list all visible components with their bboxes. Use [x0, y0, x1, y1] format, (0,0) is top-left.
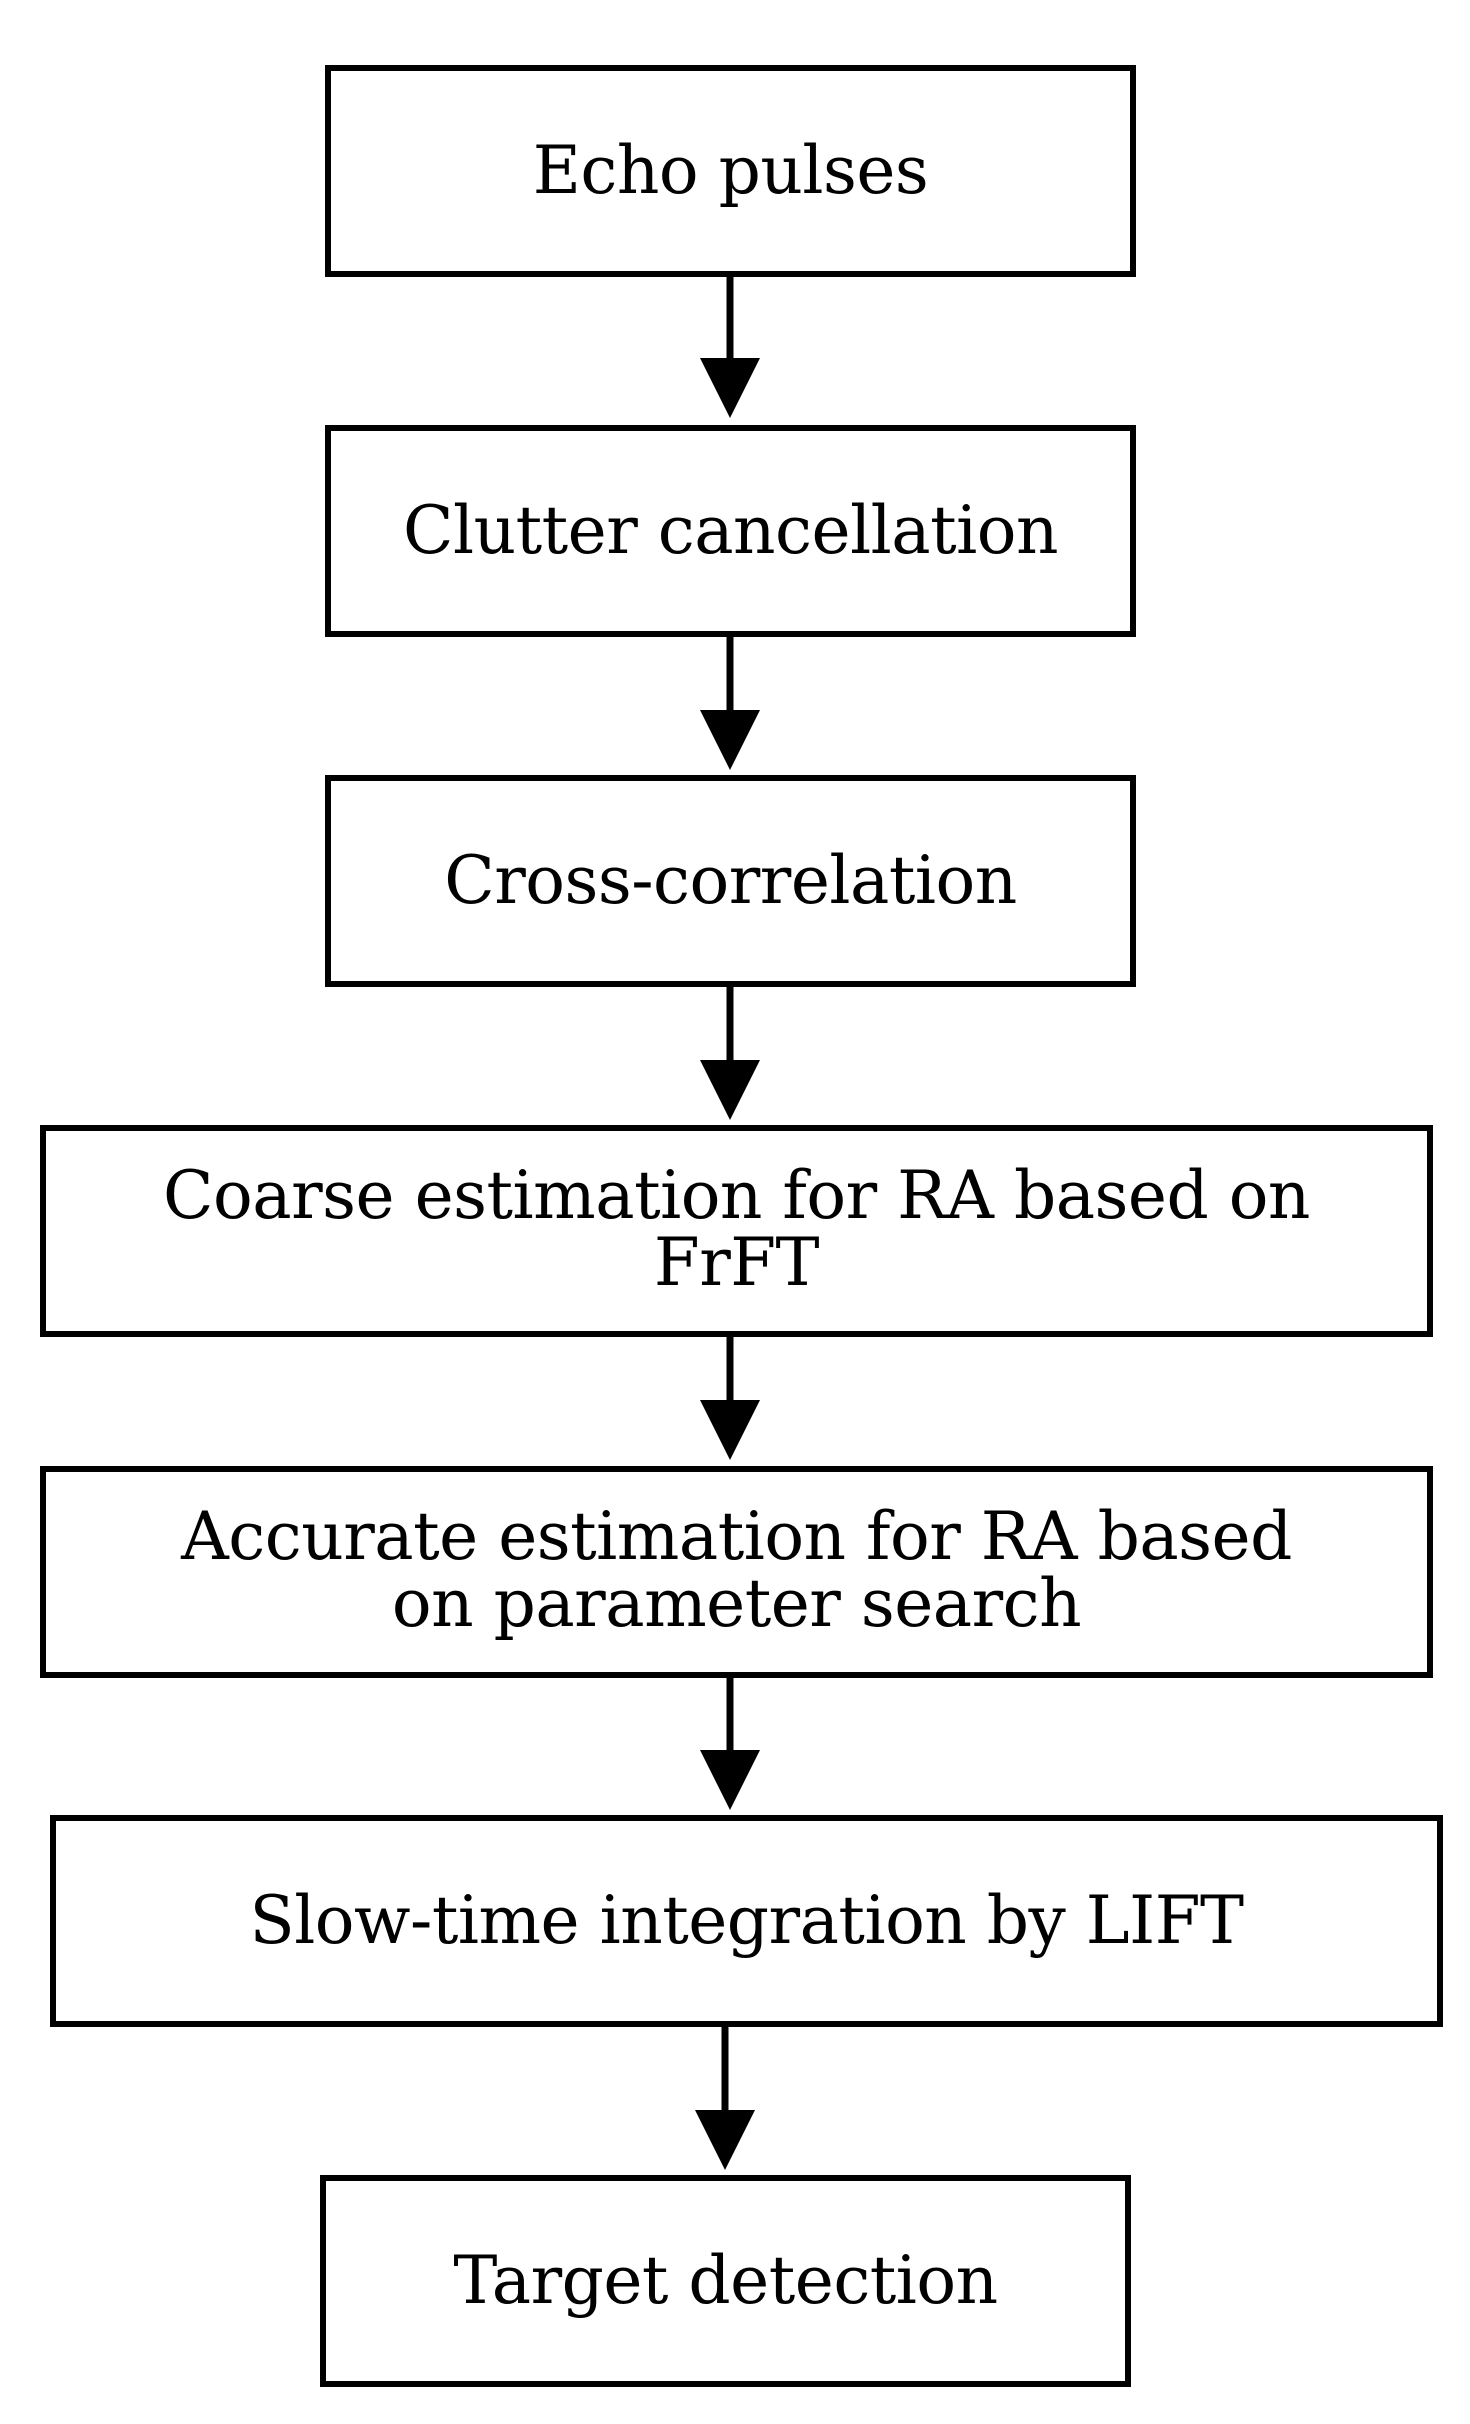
step-coarse-estimation-label: Coarse estimation for RA based on FrFT — [163, 1156, 1310, 1301]
step-target-detection: Target detection — [320, 2175, 1131, 2387]
step-clutter-cancellation: Clutter cancellation — [325, 425, 1136, 637]
arrow-echo-to-clutter — [700, 277, 760, 418]
step-slow-time-integration: Slow-time integration by LIFT — [50, 1815, 1443, 2027]
step-clutter-cancellation-label: Clutter cancellation — [402, 492, 1059, 570]
arrow-slowtime-to-target — [695, 2027, 755, 2170]
step-cross-correlation: Cross-correlation — [325, 775, 1136, 987]
arrow-crosscorrelation-to-coarse — [700, 987, 760, 1120]
step-accurate-estimation: Accurate estimation for RA based on para… — [40, 1466, 1433, 1678]
step-echo-pulses: Echo pulses — [325, 65, 1136, 277]
arrow-clutter-to-crosscorrelation — [700, 637, 760, 770]
arrow-coarse-to-accurate — [700, 1337, 760, 1460]
step-echo-pulses-label: Echo pulses — [532, 132, 929, 210]
step-accurate-estimation-label: Accurate estimation for RA based on para… — [181, 1497, 1292, 1642]
step-cross-correlation-label: Cross-correlation — [444, 842, 1017, 920]
step-target-detection-label: Target detection — [453, 2242, 998, 2320]
step-slow-time-integration-label: Slow-time integration by LIFT — [249, 1882, 1244, 1960]
step-coarse-estimation: Coarse estimation for RA based on FrFT — [40, 1125, 1433, 1337]
arrow-accurate-to-slowtime — [700, 1678, 760, 1810]
